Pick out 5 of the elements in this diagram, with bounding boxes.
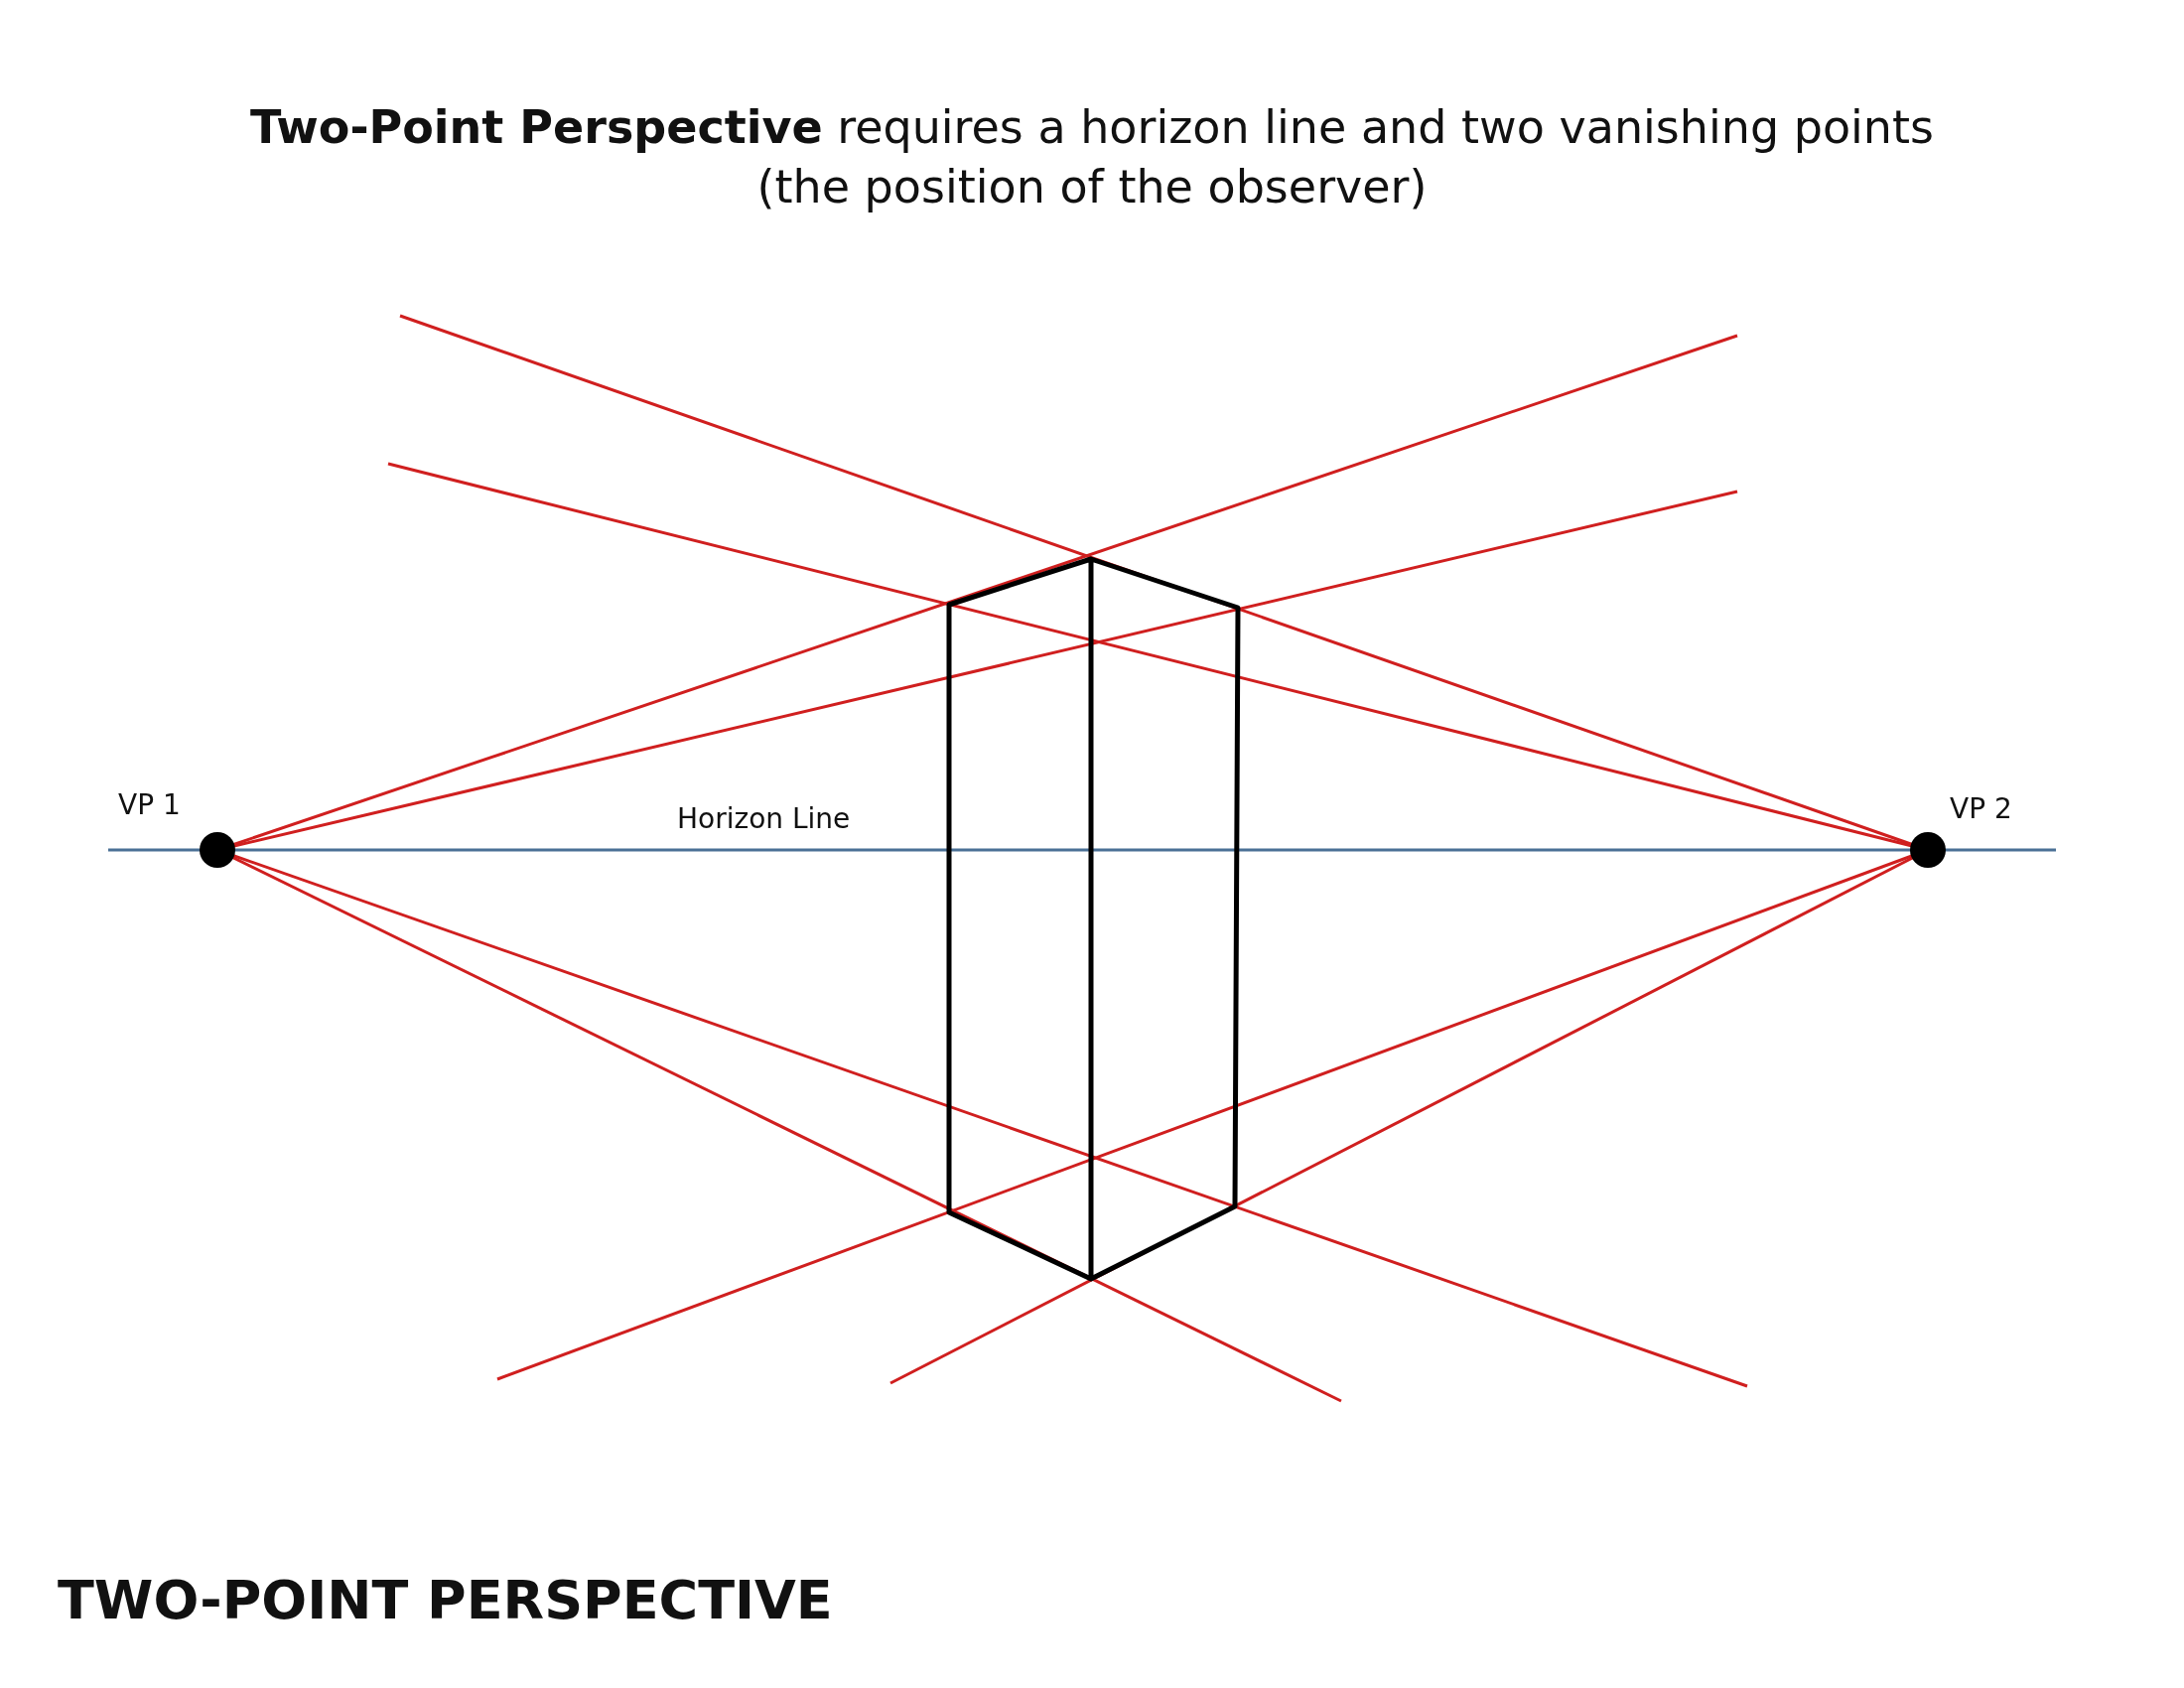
- point-label: VP 1: [118, 788, 181, 821]
- title-text: Two-Point Perspective requires a horizon line and two vanishing points (the position of the observer): [249, 99, 1935, 215]
- heading-text: TWO-POINT PERSPECTIVE: [58, 1569, 833, 1631]
- horizon-label: Horizon Line: [677, 802, 851, 835]
- point-label: VP 2: [1950, 792, 2012, 825]
